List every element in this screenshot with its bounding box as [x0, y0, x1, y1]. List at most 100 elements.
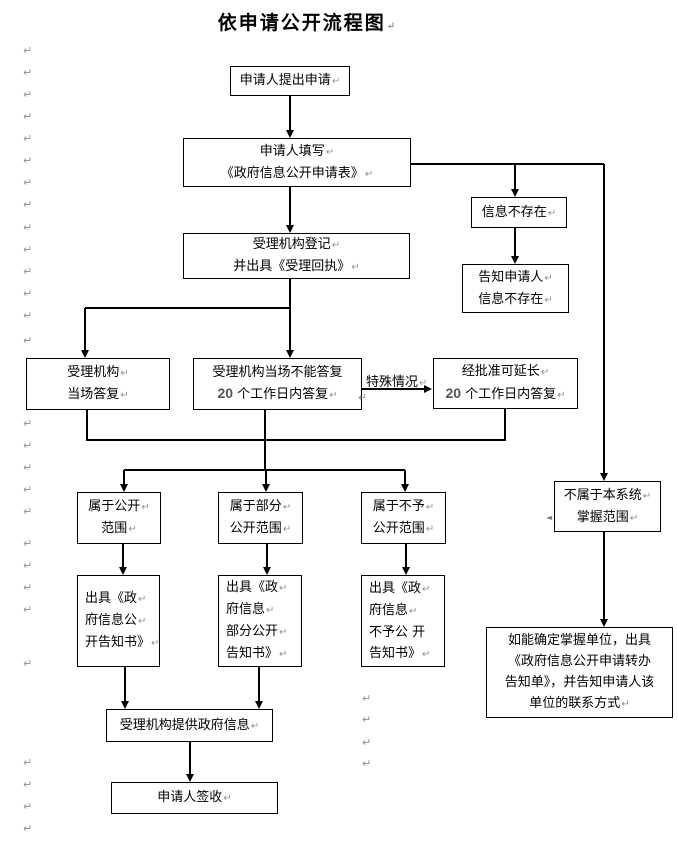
connector-line [514, 164, 516, 190]
connector-line [124, 667, 126, 702]
arrowhead-down [186, 774, 194, 782]
box-text-line: 不予公 开 [362, 622, 444, 643]
box-text: 告知单》，并告知申请人该 [504, 675, 655, 690]
arrowhead-right [424, 385, 432, 393]
paragraph-mark: ↵ [557, 390, 566, 401]
paragraph-mark: ↵ [422, 583, 431, 595]
paragraph-mark: ↵ [362, 692, 372, 705]
box-text: 出具《政 [226, 580, 279, 595]
paragraph-mark: ↵ [23, 822, 33, 835]
box-text-line: 不属于本系统↵ [555, 485, 660, 507]
anchor-mark: ◄ [546, 513, 553, 522]
box-text-line: 信息不存在↵ [472, 202, 566, 224]
paragraph-mark: ↵ [23, 66, 33, 79]
paragraph-mark: ↵ [141, 502, 150, 513]
box-text: 经批准可延长 [461, 364, 540, 379]
connector-line [289, 187, 291, 226]
connector-line [603, 532, 605, 620]
paragraph-mark: ↵ [364, 168, 374, 180]
box-text: 掌握范围 [576, 509, 629, 525]
paragraph-mark: ↵ [23, 559, 33, 572]
flow-box-apply: 申请人提出申请↵ [230, 66, 350, 96]
box-text-line: 府信息↵ [362, 600, 444, 622]
flow-box-onsite-reply: 受理机构↵当场答复↵ [26, 358, 170, 410]
connector-line [411, 163, 604, 165]
box-text-line: 告知申请人↵ [463, 267, 568, 289]
flow-box-scope-deny: 属于不予↵公开范围↵ [361, 492, 446, 544]
connector-line [504, 409, 506, 441]
box-text-line: 属于部分↵ [219, 496, 302, 518]
box-text: 开告知书》 [85, 635, 151, 650]
paragraph-mark: ↵ [151, 638, 160, 649]
connector-line [265, 470, 267, 485]
paragraph-mark: ↵ [362, 757, 372, 770]
box-text-line: 受理机构提供政府信息↵ [107, 715, 272, 737]
paragraph-mark: ↵ [23, 581, 33, 594]
box-text: 信息不存在 [481, 204, 547, 220]
arrowhead-down [511, 189, 519, 197]
connector-line [258, 667, 260, 702]
paragraph-mark: ↵ [282, 524, 292, 535]
paragraph-mark: ↵ [279, 649, 288, 660]
box-text: 当场答复 [67, 387, 120, 402]
paragraph-mark: ↵ [23, 800, 33, 813]
box-text: 个工作日内答复 [461, 387, 557, 402]
box-text: 出具《政 [369, 580, 422, 596]
box-text-line: 告知书》↵ [362, 643, 444, 665]
box-text: 受理机构提供政府信息 [119, 717, 250, 733]
paragraph-mark: ↵ [23, 287, 33, 300]
arrowhead-down [81, 350, 89, 358]
paragraph-mark: ↵ [351, 262, 360, 273]
box-text: 如能确定掌握单位，出具 [507, 633, 651, 648]
paragraph-mark: ↵ [362, 736, 372, 749]
box-text: 部分公开 [226, 624, 279, 639]
box-text: 不属于本系统 [563, 487, 642, 503]
arrowhead-down [262, 484, 270, 492]
connector-line [405, 544, 407, 568]
connector-line [85, 307, 290, 309]
paragraph-mark: ↵ [23, 657, 33, 670]
flow-box-notice-public: 出具《政↵府信息公↵开告知书》↵ [77, 575, 160, 667]
paragraph-mark: ↵ [23, 88, 33, 101]
paragraph-mark: ↵ [23, 483, 33, 496]
flow-box-not-system-scope: 不属于本系统↵掌握范围↵ [554, 481, 661, 532]
box-text-line: 经批准可延长↵ [434, 361, 577, 383]
arrowhead-down [600, 473, 608, 481]
box-text: 府信息 [226, 602, 266, 617]
box-text-line: 属于不予↵ [362, 496, 445, 518]
paragraph-mark: ↵ [23, 334, 33, 347]
connector-line [603, 164, 605, 474]
paragraph-mark: ↵ [23, 265, 33, 278]
paragraph-mark: ↵ [358, 391, 368, 404]
paragraph-mark: ↵ [544, 272, 553, 284]
arrowhead-down [600, 619, 608, 627]
box-text-line: 府信息↵ [219, 599, 301, 621]
paragraph-mark: ↵ [23, 132, 33, 145]
box-text: 申请人签收 [157, 790, 223, 805]
paragraph-mark: ↵ [23, 778, 33, 791]
paragraph-mark: ↵ [250, 720, 260, 732]
box-text-line: 属于公开↵ [78, 496, 160, 518]
flow-box-fill-form: 申请人填写↵《政府信息公开申请表》↵ [183, 138, 411, 187]
box-text: 受理机构 [67, 365, 120, 380]
box-text-line: 申请人提出申请↵ [231, 70, 349, 92]
box-text-line: 掌握范围↵ [555, 507, 660, 529]
paragraph-mark: ↵ [362, 713, 372, 726]
paragraph-mark: ↵ [23, 243, 33, 256]
box-text-line: 单位的联系方式↵ [487, 693, 672, 715]
box-text: 申请人填写 [259, 143, 325, 159]
flow-box-info-not-exist: 信息不存在↵ [471, 197, 567, 228]
paragraph-mark: ↵ [279, 627, 288, 638]
box-text: 个工作日内答复 [233, 387, 329, 402]
paragraph-mark: ↵ [23, 417, 33, 430]
box-text: 公开范围 [372, 521, 425, 536]
paragraph-mark: ↵ [23, 198, 33, 211]
paragraph-mark: ↵ [120, 368, 129, 379]
edge-label-text: 特殊情况 [366, 375, 419, 390]
paragraph-mark: ↵ [23, 221, 33, 234]
box-text: 属于公开 [88, 499, 141, 514]
arrowhead-down [286, 350, 294, 358]
arrowhead-down [119, 567, 127, 575]
box-text-line: 出具《政↵ [219, 577, 301, 599]
flow-box-notice-deny: 出具《政↵ 府信息↵不予公 开告知书》↵ [361, 575, 445, 667]
